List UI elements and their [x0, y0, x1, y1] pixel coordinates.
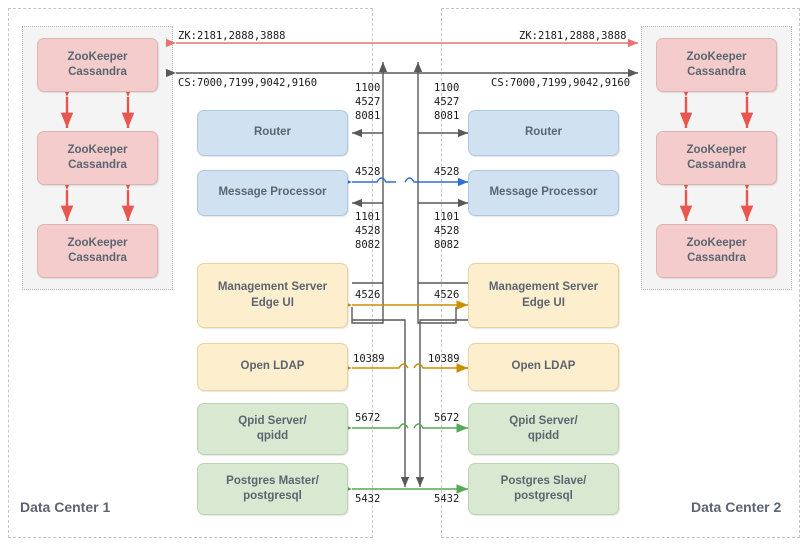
- port-label-mgmt-left: 4526: [355, 289, 381, 301]
- node-label-line: Qpid Server/: [509, 414, 578, 427]
- node-label-line: Cassandra: [687, 159, 746, 171]
- dc2-message-processor: Message Processor: [468, 170, 619, 216]
- node-label-line: qpidd: [527, 430, 560, 442]
- dc1-router: Router: [197, 110, 348, 156]
- port-label-ldap-right: 10389: [428, 353, 460, 365]
- node-label-line: ZooKeeper: [67, 50, 128, 63]
- dc1-management-server-edge-ui: Management Server Edge UI: [197, 263, 348, 328]
- node-label-line: Cassandra: [68, 159, 127, 171]
- node-label-line: Postgres Slave/: [500, 474, 587, 487]
- dc1-qpid-server: Qpid Server/ qpidd: [197, 403, 348, 455]
- port-label-zk-cross-dc-right: ZK:2181,2888,3888: [519, 30, 627, 42]
- dc1-open-ldap: Open LDAP: [197, 343, 348, 391]
- port-label-cs-cross-dc-left: CS:7000,7199,9042,9160: [178, 77, 318, 89]
- node-label-line: Open LDAP: [511, 360, 576, 373]
- datacenter-1-label: Data Center 1: [20, 499, 111, 515]
- port-label-qpid-left: 5672: [355, 412, 381, 424]
- node-label-line: Router: [524, 126, 563, 139]
- node-label-line: Postgres Master/: [226, 474, 319, 487]
- datacenter-2-label: Data Center 2: [691, 499, 782, 515]
- node-label-line: Router: [253, 126, 292, 139]
- node-label-line: Management Server: [488, 281, 599, 294]
- node-label-line: qpidd: [256, 430, 289, 442]
- port-label-zk-cross-dc-left: ZK:2181,2888,3888: [178, 30, 286, 42]
- dc2-zookeeper-cassandra-1: ZooKeeper Cassandra: [656, 38, 777, 92]
- dc2-router: Router: [468, 110, 619, 156]
- node-label-line: Edge UI: [522, 296, 565, 309]
- node-label-line: ZooKeeper: [67, 236, 128, 249]
- port-label-mp-out-left: 1101 4528 8082: [355, 211, 381, 251]
- node-label-line: Message Processor: [489, 186, 598, 199]
- port-label-postgres-right: 5432: [434, 493, 460, 505]
- node-label-line: Cassandra: [68, 252, 127, 264]
- node-label-line: ZooKeeper: [686, 50, 747, 63]
- port-label-mgmt-right: 4526: [434, 289, 460, 301]
- dc2-open-ldap: Open LDAP: [468, 343, 619, 391]
- dc2-management-server-edge-ui: Management Server Edge UI: [468, 263, 619, 328]
- port-label-mp-out-right: 1101 4528 8082: [434, 211, 460, 251]
- dc1-zookeeper-cassandra-1: ZooKeeper Cassandra: [37, 38, 158, 92]
- port-label-qpid-right: 5672: [434, 412, 460, 424]
- node-label-line: Management Server: [217, 281, 328, 294]
- port-label-router-right: 1100 4527 8081: [434, 82, 460, 122]
- port-label-ldap-left: 10389: [353, 353, 385, 365]
- dc2-zookeeper-cassandra-3: ZooKeeper Cassandra: [656, 224, 777, 278]
- node-label-line: Message Processor: [218, 186, 327, 199]
- dc2-postgres-slave: Postgres Slave/ postgresql: [468, 463, 619, 515]
- port-label-mp-in-left: 4528: [355, 166, 381, 178]
- dc1-zookeeper-cassandra-2: ZooKeeper Cassandra: [37, 131, 158, 185]
- node-label-line: Open LDAP: [240, 360, 305, 373]
- node-label-line: postgresql: [514, 490, 573, 502]
- dc1-message-processor: Message Processor: [197, 170, 348, 216]
- node-label-line: Edge UI: [251, 296, 294, 309]
- port-label-cs-cross-dc-right: CS:7000,7199,9042,9160: [491, 77, 631, 89]
- node-label-line: ZooKeeper: [686, 143, 747, 156]
- dc1-zookeeper-cassandra-3: ZooKeeper Cassandra: [37, 224, 158, 278]
- port-label-router-left: 1100 4527 8081: [355, 82, 381, 122]
- node-label-line: ZooKeeper: [67, 143, 128, 156]
- dc1-postgres-master: Postgres Master/ postgresql: [197, 463, 348, 515]
- node-label-line: postgresql: [243, 490, 302, 502]
- node-label-line: ZooKeeper: [686, 236, 747, 249]
- node-label-line: Cassandra: [68, 66, 127, 78]
- dc2-zookeeper-cassandra-2: ZooKeeper Cassandra: [656, 131, 777, 185]
- dc2-qpid-server: Qpid Server/ qpidd: [468, 403, 619, 455]
- node-label-line: Cassandra: [687, 66, 746, 78]
- port-label-postgres-left: 5432: [355, 493, 381, 505]
- node-label-line: Qpid Server/: [238, 414, 307, 427]
- port-label-mp-in-right: 4528: [434, 166, 460, 178]
- node-label-line: Cassandra: [687, 252, 746, 264]
